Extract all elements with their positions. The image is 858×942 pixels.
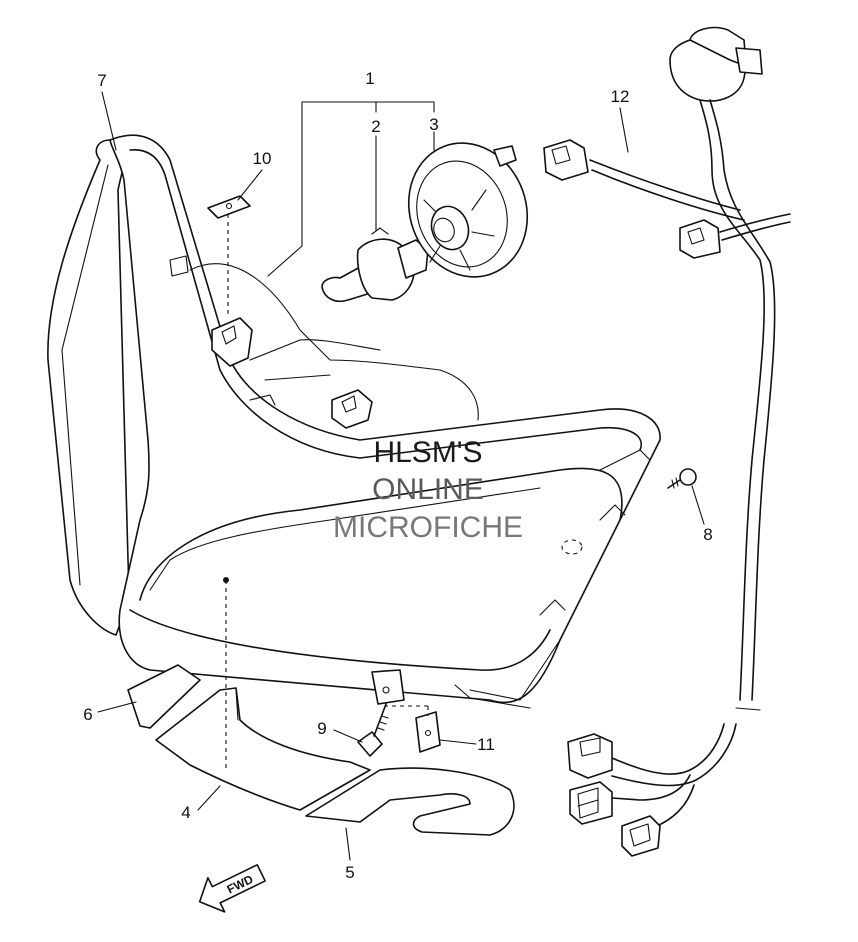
- callout-11: 11: [477, 735, 495, 754]
- callout-leaders: [97, 91, 705, 861]
- part-6-small-cover: [127, 664, 201, 729]
- callout-7: 7: [97, 71, 106, 90]
- watermark-line-3: MICROFICHE: [333, 511, 523, 544]
- part-7-side-cover: [47, 139, 130, 636]
- callout-4: 4: [181, 803, 190, 822]
- part-11-nut: [415, 711, 441, 753]
- part-10-nut: [207, 195, 251, 219]
- watermark-line-2: ONLINE: [372, 473, 484, 506]
- part-9-screw: [357, 703, 389, 757]
- callout-12: 12: [611, 87, 630, 106]
- callout-6: 6: [83, 705, 92, 724]
- callout-8: 8: [703, 525, 712, 544]
- watermark-line-1: HLSM'S: [373, 436, 482, 469]
- housing-lower-bracket: [371, 669, 405, 705]
- part-4-lower-cover: [155, 687, 371, 811]
- callout-labels: 1 2 3 4 5 6 7 8 9 10 11 12: [83, 69, 712, 882]
- callout-2: 2: [371, 117, 380, 136]
- callout-5: 5: [345, 863, 354, 882]
- part-12-wiring-harness: [543, 26, 791, 857]
- watermark: HLSM'S ONLINE MICROFICHE: [333, 436, 523, 544]
- fwd-arrow: FWD: [198, 863, 266, 913]
- headlight-housing: [109, 134, 661, 709]
- part-5-plate: [305, 767, 515, 836]
- assembly-guide-lines: [223, 214, 429, 770]
- part-3-socket-cover: [407, 142, 529, 278]
- part-8-screw: [667, 468, 697, 489]
- callout-3: 3: [429, 115, 438, 134]
- callout-9: 9: [317, 719, 326, 738]
- callout-10: 10: [253, 149, 272, 168]
- part-2-bulb: [321, 227, 429, 303]
- callout-1: 1: [365, 69, 374, 88]
